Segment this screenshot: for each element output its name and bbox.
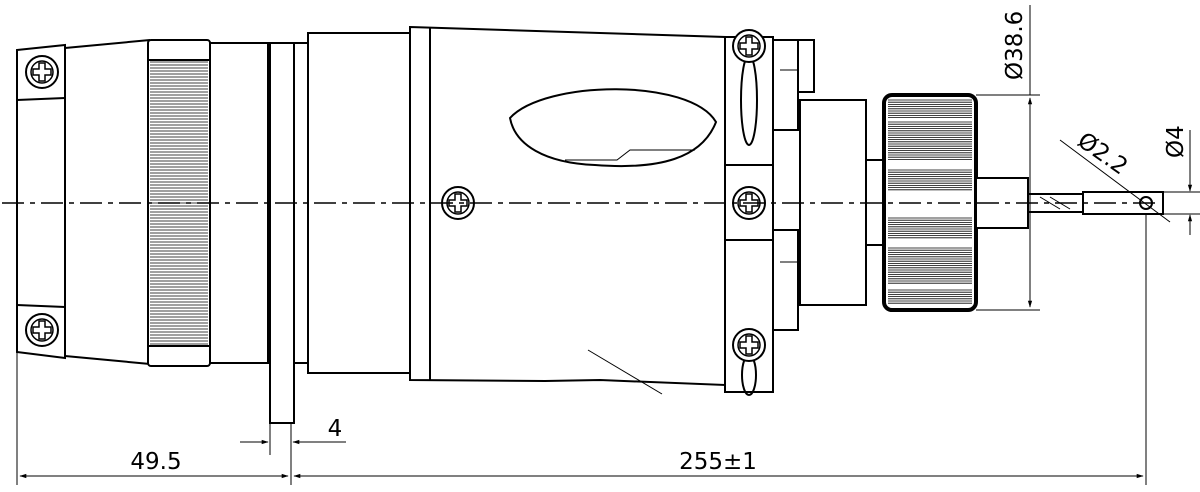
dimension-flange-thickness: 4 (240, 416, 346, 455)
dimension-nut-diameter: Ø38.6 (976, 5, 1040, 311)
dimension-pin-diameter: Ø4 (1163, 125, 1200, 235)
dimension-wire-diameter-label: Ø2.2 (1073, 128, 1133, 181)
dimension-pin-diameter-label: Ø4 (1163, 125, 1189, 158)
cable-clamp-bracket (724, 36, 815, 396)
dimension-flange-offset-label: 49.5 (130, 449, 181, 475)
main-body (307, 25, 726, 395)
dimension-overall-length-label: 255±1 (679, 449, 757, 475)
phillips-screw-icon (732, 328, 766, 362)
flange-plate (269, 42, 308, 424)
phillips-screw-icon (25, 313, 59, 347)
dimension-nut-diameter-label: Ø38.6 (1002, 11, 1028, 80)
phillips-screw-icon (25, 55, 59, 89)
dimension-flange-thickness-label: 4 (328, 416, 343, 442)
dimension-overall-length: 49.5 255±1 (16, 215, 1147, 485)
phillips-screw-icon (732, 29, 766, 63)
rear-cap (16, 39, 151, 365)
